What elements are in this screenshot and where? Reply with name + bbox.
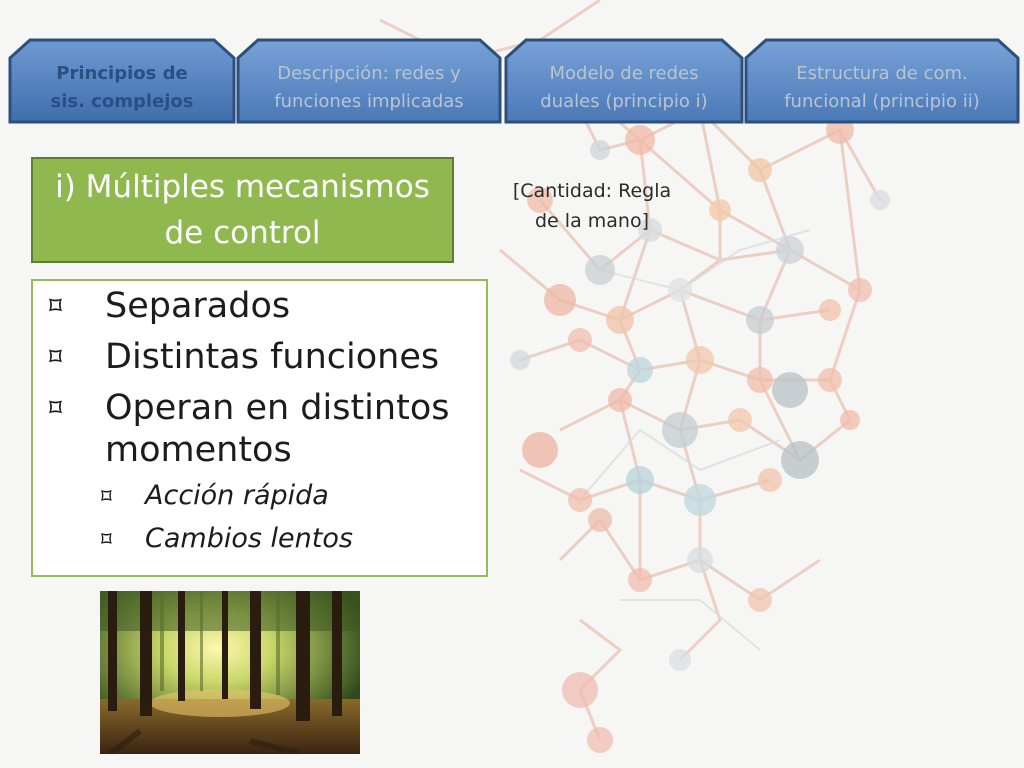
- tab-modelo[interactable]: Modelo de redes duales (principio i): [504, 38, 744, 124]
- tab-descripcion[interactable]: Descripción: redes y funciones implicada…: [236, 38, 502, 124]
- bullet-text: Acción rápida: [145, 480, 329, 511]
- tab-label: Descripción: redes y funciones implicada…: [274, 63, 464, 112]
- tab-shape: [236, 38, 502, 124]
- tab-label: Estructura de com. funcional (principio …: [784, 63, 980, 112]
- tab-label: Principios de sis. complejos: [50, 63, 194, 112]
- bullet-text: Operan en distintos momentos: [105, 388, 450, 470]
- bullet-mark-icon: ⌑: [49, 394, 62, 422]
- bullet-list-box: ⌑ Separados ⌑ Distintas funciones ⌑ Oper…: [31, 279, 488, 577]
- slide-title: i) Múltiples mecanismos de control: [31, 157, 454, 263]
- tab-estructura[interactable]: Estructura de com. funcional (principio …: [744, 38, 1020, 124]
- bullet-mark-icon: ⌑: [101, 527, 112, 551]
- tab-label: Modelo de redes duales (principio i): [540, 63, 708, 112]
- tab-shape: [744, 38, 1020, 124]
- tab-shape: [504, 38, 744, 124]
- bullet-text: Separados: [105, 286, 291, 326]
- tab-principios[interactable]: Principios de sis. complejos: [8, 38, 236, 124]
- bullet-text: Cambios lentos: [145, 523, 353, 554]
- forest-photo: [100, 591, 360, 754]
- quantity-note: [Cantidad: Regla de la mano]: [512, 180, 672, 232]
- bullet-mark-icon: ⌑: [101, 484, 112, 508]
- tab-shape: [8, 38, 236, 124]
- bullet-text: Distintas funciones: [105, 337, 440, 377]
- bullet-mark-icon: ⌑: [49, 343, 62, 371]
- bullet-mark-icon: ⌑: [49, 292, 62, 320]
